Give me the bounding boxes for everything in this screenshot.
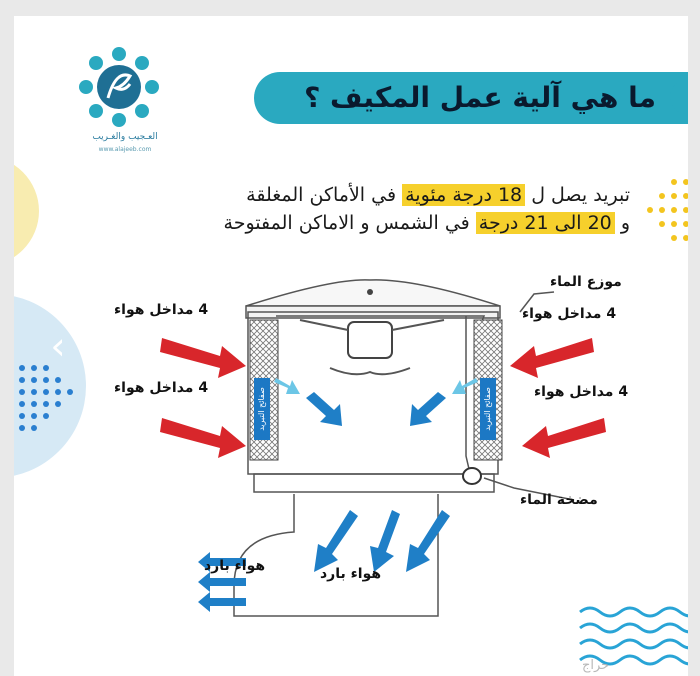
label-cold-air-left: هواء بارد: [204, 558, 266, 574]
page-title: ما هي آلية عمل المكيف ؟: [304, 81, 656, 114]
carousel-next-button[interactable]: ›: [640, 328, 656, 372]
red-arrow-left-top: [160, 338, 246, 378]
red-arrow-right-top: [510, 338, 594, 378]
label-air-inlet-left-bottom: 4 مداخل هواء: [114, 380, 209, 396]
background-decoration: [14, 164, 688, 666]
lightblue-arrow-left: [274, 378, 300, 394]
blue-arrow-exit-3: [198, 592, 246, 612]
cooler-base: [253, 473, 495, 493]
right-cooling-pad: [480, 378, 496, 440]
label-air-inlet-left-top: 4 مداخل هواء: [114, 302, 209, 318]
water-pump-body: [462, 467, 482, 485]
watermark: حراج: [582, 658, 610, 673]
description-line-2: و 20 الى 21 درجة في الشمس و الاماكن المف…: [144, 212, 630, 234]
description-line-1: تبريد يصل ل 18 درجة مئوية في الأماكن الم…: [144, 184, 630, 206]
cover-knob: [367, 289, 373, 295]
title-banner: [254, 72, 688, 124]
distributor-leader-line: [519, 291, 555, 313]
slide: العـجيب والغـريب www.alajeeb.com ما هي آ…: [14, 16, 688, 676]
logo-emblem: [79, 47, 159, 127]
yellow-circle-decoration: [14, 164, 39, 258]
label-cold-air-center: هواء بارد: [320, 566, 382, 582]
fan-blades: [329, 367, 411, 376]
logo-url: www.alajeeb.com: [98, 146, 152, 153]
air-duct: [233, 494, 439, 617]
left-cooling-pad: [254, 378, 270, 440]
description-line-1-before: تبريد يصل ل: [531, 184, 630, 206]
blue-arrow-outlet-3: [406, 510, 450, 572]
cooler-diagram: [233, 279, 575, 617]
blue-arrow-outlet-2: [370, 510, 400, 572]
airflow-arrows: [160, 338, 606, 612]
red-arrow-right-bottom: [522, 418, 606, 458]
fan-motor: [347, 321, 393, 359]
blue-circle-decoration: [14, 296, 86, 476]
blue-arrow-exit-2: [198, 572, 246, 592]
blue-arrow-inner-right: [410, 392, 446, 426]
fan-mount-bracket: [299, 319, 445, 331]
description-line-2-highlight: 20 الى 21 درجة: [475, 212, 615, 234]
blue-arrow-outlet-1: [314, 510, 358, 572]
dot-grid-left-decoration: [19, 365, 73, 431]
description-line-2-after: في الشمس و الاماكن المفتوحة: [223, 212, 470, 234]
dot-grid-right-decoration: [647, 179, 688, 241]
blue-arrow-exit-1: [198, 552, 246, 572]
logo-subtitle: العـجيب والغـريب: [92, 132, 158, 142]
description-line-2-before: و: [620, 212, 630, 234]
description-line-1-highlight: 18 درجة مئوية: [402, 184, 526, 206]
lightblue-arrow-right: [452, 378, 478, 394]
pump-leader-line: [483, 477, 575, 501]
title-dot-decoration: [670, 80, 688, 114]
label-water-distributor: موزع الماء: [550, 274, 622, 290]
carousel-prev-button[interactable]: ‹: [50, 324, 66, 368]
wave-decoration: [579, 606, 688, 666]
red-arrow-left-bottom: [160, 418, 246, 458]
label-air-inlet-right-top: 4 مداخل هواء: [522, 306, 617, 322]
blue-arrow-inner-left: [306, 392, 342, 426]
description-line-1-after: في الأماكن المغلقة: [246, 184, 397, 206]
cooler-top-cover: [245, 279, 501, 307]
label-air-inlet-right-bottom: 4 مداخل هواء: [534, 384, 629, 400]
label-water-pump: مضخة الماء: [520, 492, 598, 508]
